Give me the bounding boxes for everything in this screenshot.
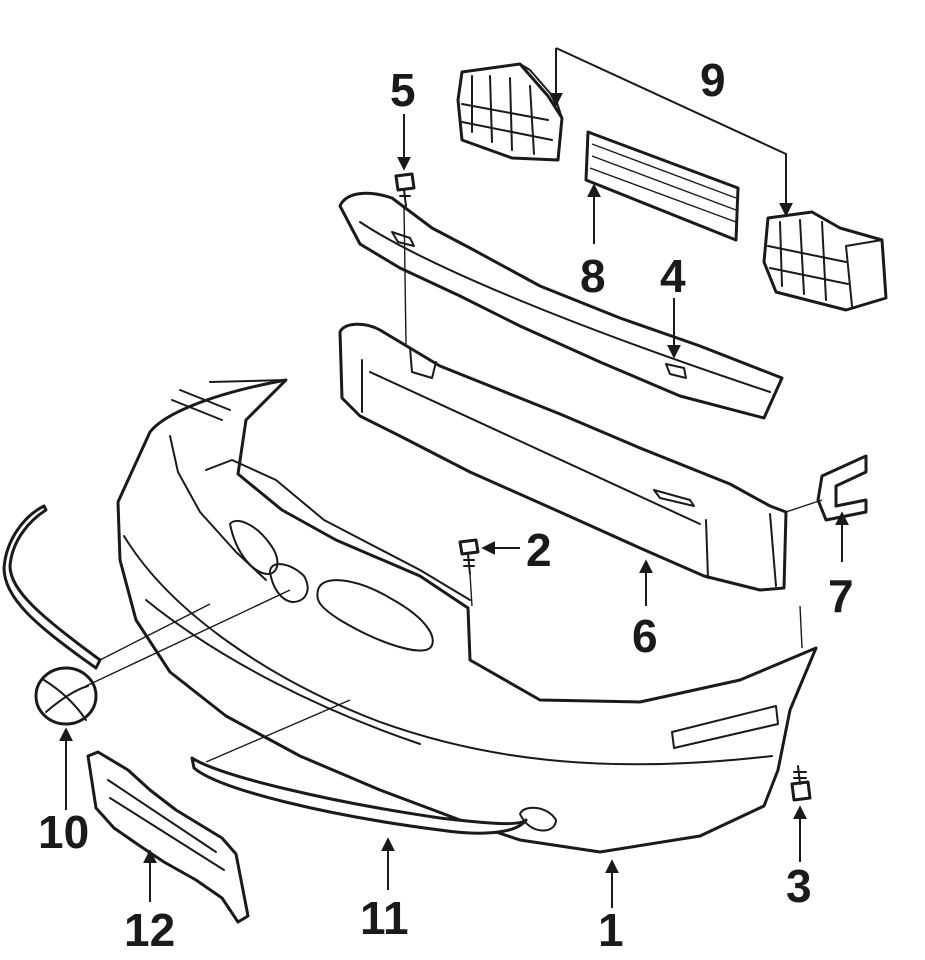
- lower-bolt: [790, 765, 812, 802]
- lower-spoiler: [190, 756, 528, 835]
- bumper-cover: [116, 378, 818, 854]
- callout-7: 7: [828, 570, 854, 622]
- callout-1: 1: [598, 904, 624, 956]
- callout-3: 3: [786, 860, 812, 912]
- callout-labels: 1 2 3 4 5 6 7 8 9 10 11 12: [38, 54, 854, 956]
- leader-9-right: [555, 47, 793, 217]
- callout-2: 2: [526, 524, 552, 576]
- callout-10: 10: [38, 806, 89, 858]
- license-bracket: [86, 750, 250, 924]
- callout-9: 9: [700, 54, 726, 106]
- callout-12: 12: [124, 904, 175, 956]
- callout-4: 4: [660, 250, 686, 302]
- callout-6: 6: [632, 610, 658, 662]
- push-pin: [394, 172, 416, 207]
- filler-panel: [584, 130, 740, 242]
- bracket: [816, 454, 868, 522]
- assembly-lines: [85, 205, 823, 763]
- left-lamp-assembly: [456, 62, 564, 162]
- callout-8: 8: [580, 250, 606, 302]
- emblem: [34, 666, 98, 726]
- callout-leaders: [59, 47, 849, 908]
- right-lamp-assembly: [762, 210, 888, 312]
- impact-absorber: [338, 191, 784, 420]
- side-molding: [2, 504, 102, 670]
- reinforcement-bar: [338, 322, 788, 592]
- callout-11: 11: [360, 892, 409, 944]
- bolt: [458, 538, 480, 575]
- callout-5: 5: [390, 64, 416, 116]
